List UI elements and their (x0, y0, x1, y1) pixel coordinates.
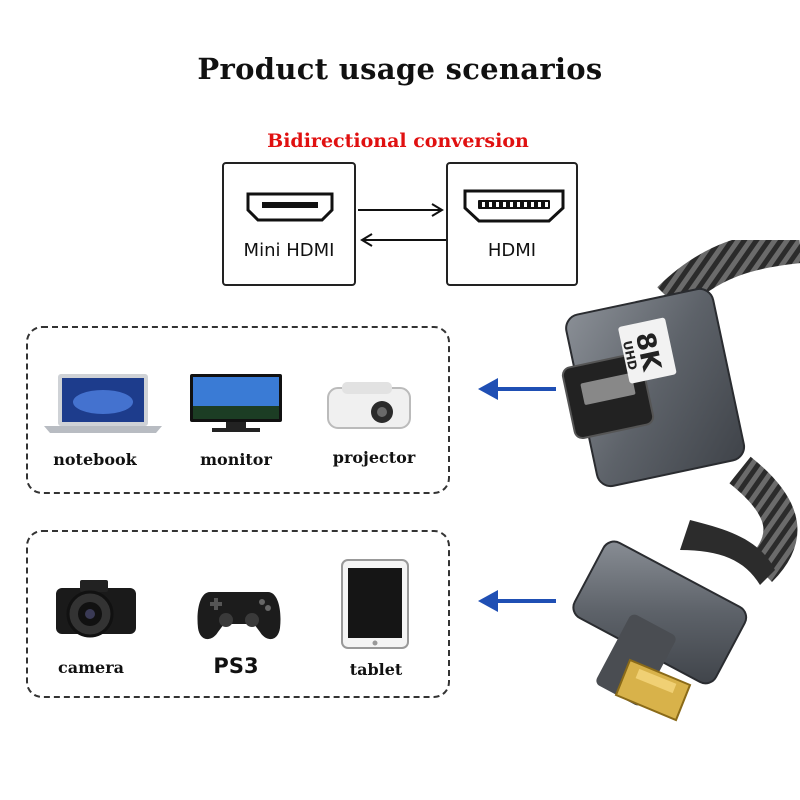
hdmi-label: HDMI (487, 240, 537, 261)
hdmi-port-box: HDMI (446, 162, 578, 286)
projector-icon (327, 382, 411, 429)
arrow-left-icon (478, 590, 556, 612)
device-group-sources (26, 530, 450, 698)
tablet-icon (341, 559, 409, 649)
bidirectional-arrows-icon (358, 203, 446, 247)
8k-uhd-badge: 8K UHD (618, 317, 677, 384)
notebook-icon (44, 374, 162, 433)
device-label-monitor: monitor (200, 450, 272, 469)
page-title: Product usage scenarios (197, 52, 603, 86)
conversion-title: Bidirectional conversion (267, 130, 529, 152)
hdmi-port-icon (463, 189, 565, 223)
monitor-icon (190, 374, 282, 432)
device-label-projector: projector (332, 448, 416, 467)
mini-hdmi-port-box: Mini HDMI (222, 162, 356, 286)
mini-hdmi-right-angle-connector (572, 520, 775, 722)
arrow-left-icon (478, 378, 556, 400)
device-label-tablet: tablet (349, 660, 403, 679)
mini-hdmi-port-icon (246, 192, 334, 222)
hdmi-female-connector (561, 287, 746, 488)
device-label-camera: camera (57, 658, 124, 677)
game-controller-icon (197, 592, 281, 640)
device-label-ps3: PS3 (213, 654, 259, 678)
device-label-notebook: notebook (53, 450, 137, 469)
cable-illustration: 8K UHD (561, 240, 800, 722)
device-group-display (26, 326, 450, 494)
svg-text:UHD: UHD (620, 339, 640, 371)
mini-hdmi-label: Mini HDMI (243, 240, 335, 261)
camera-icon (56, 580, 136, 638)
